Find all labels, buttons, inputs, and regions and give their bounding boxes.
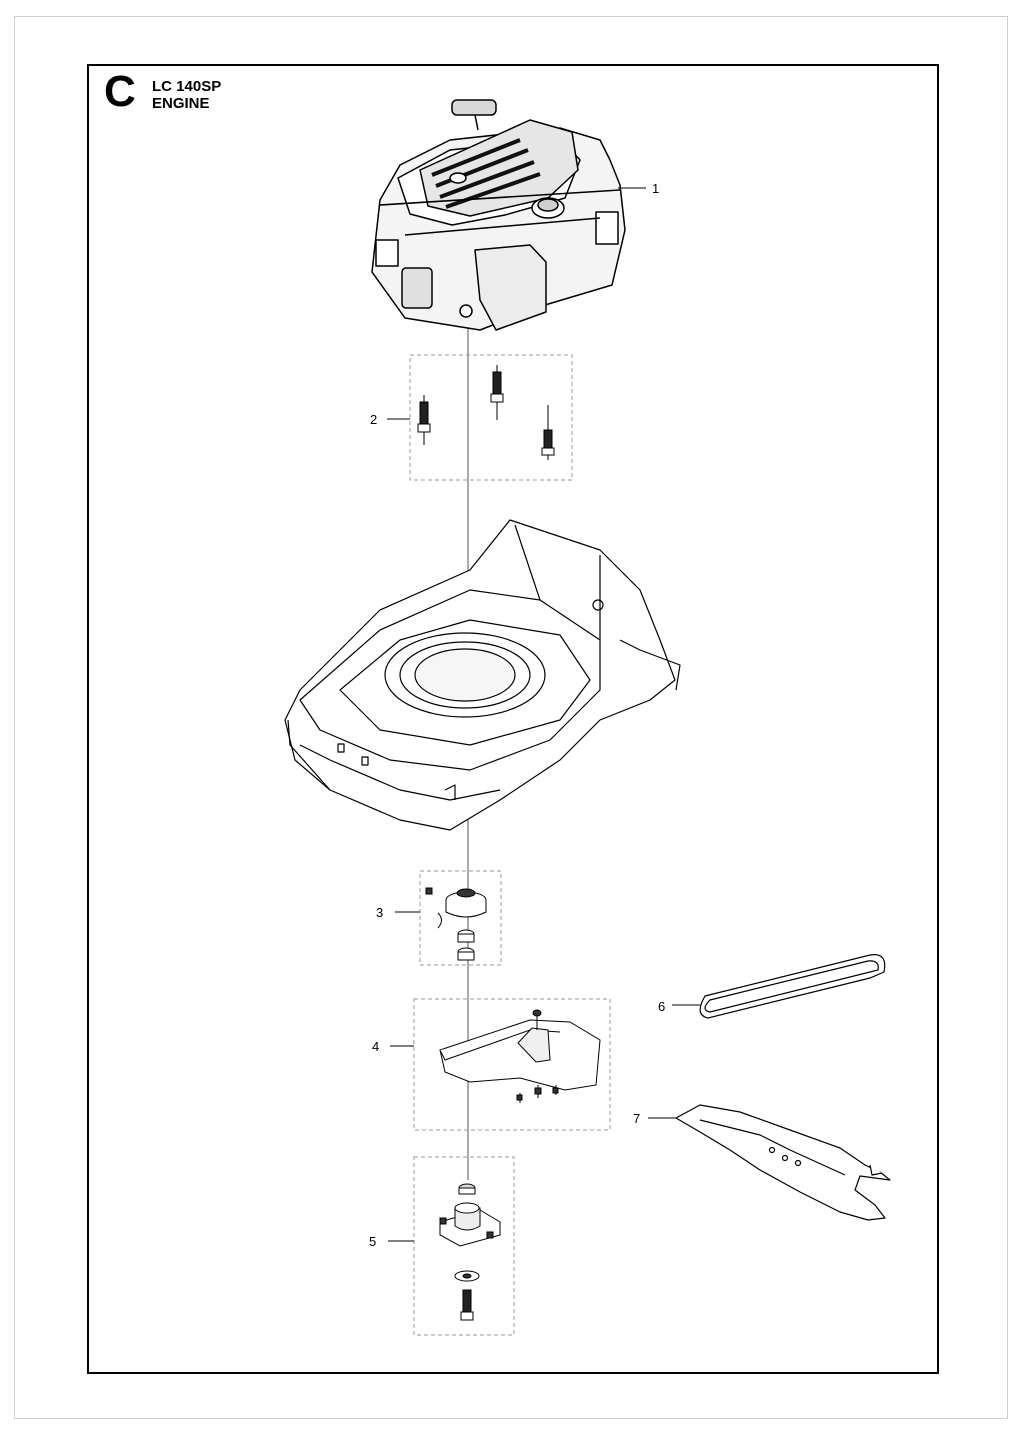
belt-guard	[439, 1009, 601, 1103]
callout-2: 2	[370, 412, 377, 427]
group-box-5	[413, 1156, 515, 1336]
diagram-frame	[87, 64, 939, 1374]
callout-5: 5	[369, 1234, 376, 1249]
section-letter: C	[104, 67, 136, 116]
engine-bolts	[417, 365, 555, 460]
callout-3: 3	[376, 905, 383, 920]
group-box-3	[419, 870, 502, 966]
group-box-2	[409, 354, 573, 481]
callout-4: 4	[372, 1039, 379, 1054]
group-box-4	[413, 998, 611, 1131]
model-name: LC 140SP	[152, 78, 222, 95]
mower-deck-illustration	[284, 519, 681, 831]
diagram-title: ENGINE	[152, 95, 210, 112]
blade-holder	[439, 1183, 501, 1321]
engine-illustration	[371, 99, 626, 331]
page-edge	[14, 16, 1008, 1419]
blade	[675, 1104, 891, 1221]
callout-1: 1	[652, 181, 659, 196]
callout-6: 6	[658, 999, 665, 1014]
hub-kit	[425, 887, 487, 961]
callout-7: 7	[633, 1111, 640, 1126]
drive-belt	[699, 954, 886, 1019]
